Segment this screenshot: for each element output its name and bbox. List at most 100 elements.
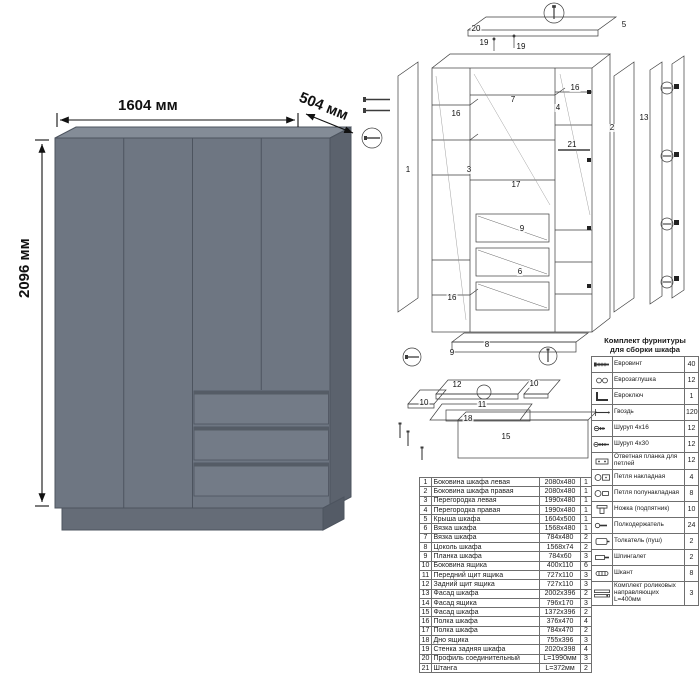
part-qty: 3 (580, 569, 592, 581)
part-size: 2080x480 (539, 486, 581, 497)
hardware-name: Ответная планка для петлей (612, 452, 685, 471)
part-qty: 1 (580, 476, 592, 488)
part-size: 1568x480 (539, 523, 581, 534)
part-number: 8 (419, 542, 432, 553)
part-name: Боковина шкафа левая (431, 476, 540, 488)
hardware-qty: 24 (684, 517, 699, 535)
part-name: Вязка шкафа (431, 523, 540, 534)
roller-guides-icon (591, 581, 613, 606)
hex-key-icon (591, 388, 613, 406)
part-name: Фасад шкафа (431, 588, 540, 599)
part-number: 20 (419, 653, 432, 664)
hardware-row: Толкатель (пуш)2 (591, 533, 699, 551)
hardware-row: Ножка (подпятник)10 (591, 501, 699, 519)
push-latch-icon (591, 533, 613, 551)
hinge-half-overlay-icon (591, 485, 613, 503)
part-name: Цоколь шкафа (431, 542, 540, 553)
part-name: Боковина шкафа правая (431, 486, 540, 497)
hardware-qty: 12 (684, 420, 699, 438)
hardware-name: Ножка (подпятник) (612, 501, 685, 519)
part-qty: 1 (580, 495, 592, 506)
part-size: 400x110 (539, 560, 581, 571)
part-size: 1990x480 (539, 504, 581, 516)
part-qty: 4 (580, 616, 592, 627)
hardware-name: Шпингалет (612, 549, 685, 567)
part-name: Перегородка левая (431, 495, 540, 506)
hardware-qty: 8 (684, 485, 699, 503)
part-number: 12 (419, 579, 432, 590)
part-name: Фасад ящика (431, 597, 540, 609)
hardware-title-line2: для сборки шкафа (609, 345, 681, 355)
part-qty: 2 (580, 588, 592, 599)
strike-plate-icon (591, 452, 613, 471)
part-qty: 4 (580, 644, 592, 655)
hardware-qty: 4 (684, 469, 699, 487)
part-qty: 1 (580, 504, 592, 516)
part-name: Полка шкафа (431, 625, 540, 637)
part-name: Передний щит ящика (431, 569, 540, 581)
hardware-kit-title: Комплект фурнитуры для сборки шкафа (591, 336, 699, 354)
part-size: 784x470 (539, 625, 581, 637)
hardware-name: Полкодержатель (612, 517, 685, 535)
part-name: Боковина ящика (431, 560, 540, 571)
part-name: Перегородка правая (431, 504, 540, 516)
hardware-qty: 120 (684, 404, 699, 422)
part-size: L=1990мм (539, 653, 581, 664)
hardware-name: Гвоздь (612, 404, 685, 422)
hardware-name: Шкант (612, 565, 685, 583)
part-size: 1604x500 (539, 514, 581, 525)
confirmat-screw-icon (591, 356, 613, 374)
part-size: 727x110 (539, 569, 581, 581)
part-size: 2020x398 (539, 644, 581, 655)
part-size: 2080x480 (539, 476, 581, 488)
part-size: 2002x396 (539, 588, 581, 599)
part-qty: 3 (580, 597, 592, 609)
cap-icon (591, 372, 613, 390)
part-number: 19 (419, 644, 432, 655)
hardware-name: Толкатель (пуш) (612, 533, 685, 551)
part-qty: 1 (580, 486, 592, 497)
part-name: Планка шкафа (431, 551, 540, 562)
hardware-name: Шуруп 4x16 (612, 420, 685, 438)
part-size: 1568x74 (539, 542, 581, 553)
hardware-qty: 12 (684, 372, 699, 390)
part-number: 9 (419, 551, 432, 562)
part-name: Вязка шкафа (431, 532, 540, 544)
drawer-diagram (398, 379, 597, 460)
part-number: 13 (419, 588, 432, 599)
hardware-name: Шуруп 4x30 (612, 436, 685, 454)
part-number: 3 (419, 495, 432, 506)
foot-icon (591, 501, 613, 519)
part-size: 1372x396 (539, 607, 581, 618)
part-size: 755x396 (539, 635, 581, 646)
part-qty: 2 (580, 625, 592, 637)
part-number: 1 (419, 476, 432, 488)
part-qty: 3 (580, 635, 592, 646)
part-number: 7 (419, 532, 432, 544)
exploded-diagram (361, 2, 685, 367)
dimension-arrows (35, 113, 354, 507)
hinge-overlay-icon (591, 469, 613, 487)
part-qty: 2 (580, 607, 592, 618)
